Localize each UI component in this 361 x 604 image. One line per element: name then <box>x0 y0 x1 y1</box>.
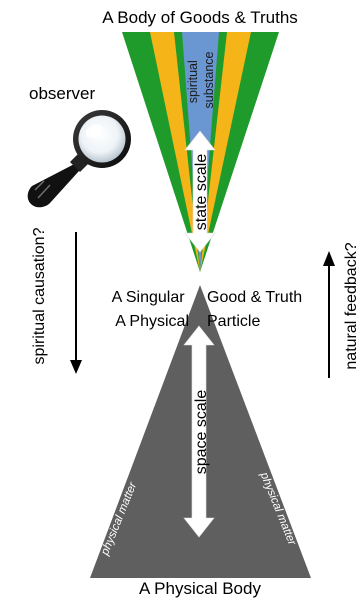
spiritual-substance-label: spiritual substance <box>186 51 216 108</box>
up-arrow-icon <box>323 251 335 378</box>
natural-feedback-label: natural feedback? <box>343 242 360 369</box>
state-scale-label: state scale <box>193 154 210 231</box>
space-scale-arrow: space scale <box>183 325 215 538</box>
observer-label: observer <box>29 84 95 103</box>
top-title: A Body of Goods & Truths <box>102 8 298 27</box>
good-truth-particle-label: Good & Truth Particle <box>207 289 307 330</box>
magnifying-glass-icon <box>27 110 131 208</box>
bottom-title: A Physical Body <box>139 579 261 598</box>
space-scale-label: space scale <box>193 390 210 475</box>
down-arrow-icon <box>70 232 82 374</box>
singular-label: A Singular A Physical <box>112 289 189 330</box>
state-scale-arrow: state scale <box>184 130 216 253</box>
spiritual-causation-label: spiritual causation? <box>31 227 48 364</box>
